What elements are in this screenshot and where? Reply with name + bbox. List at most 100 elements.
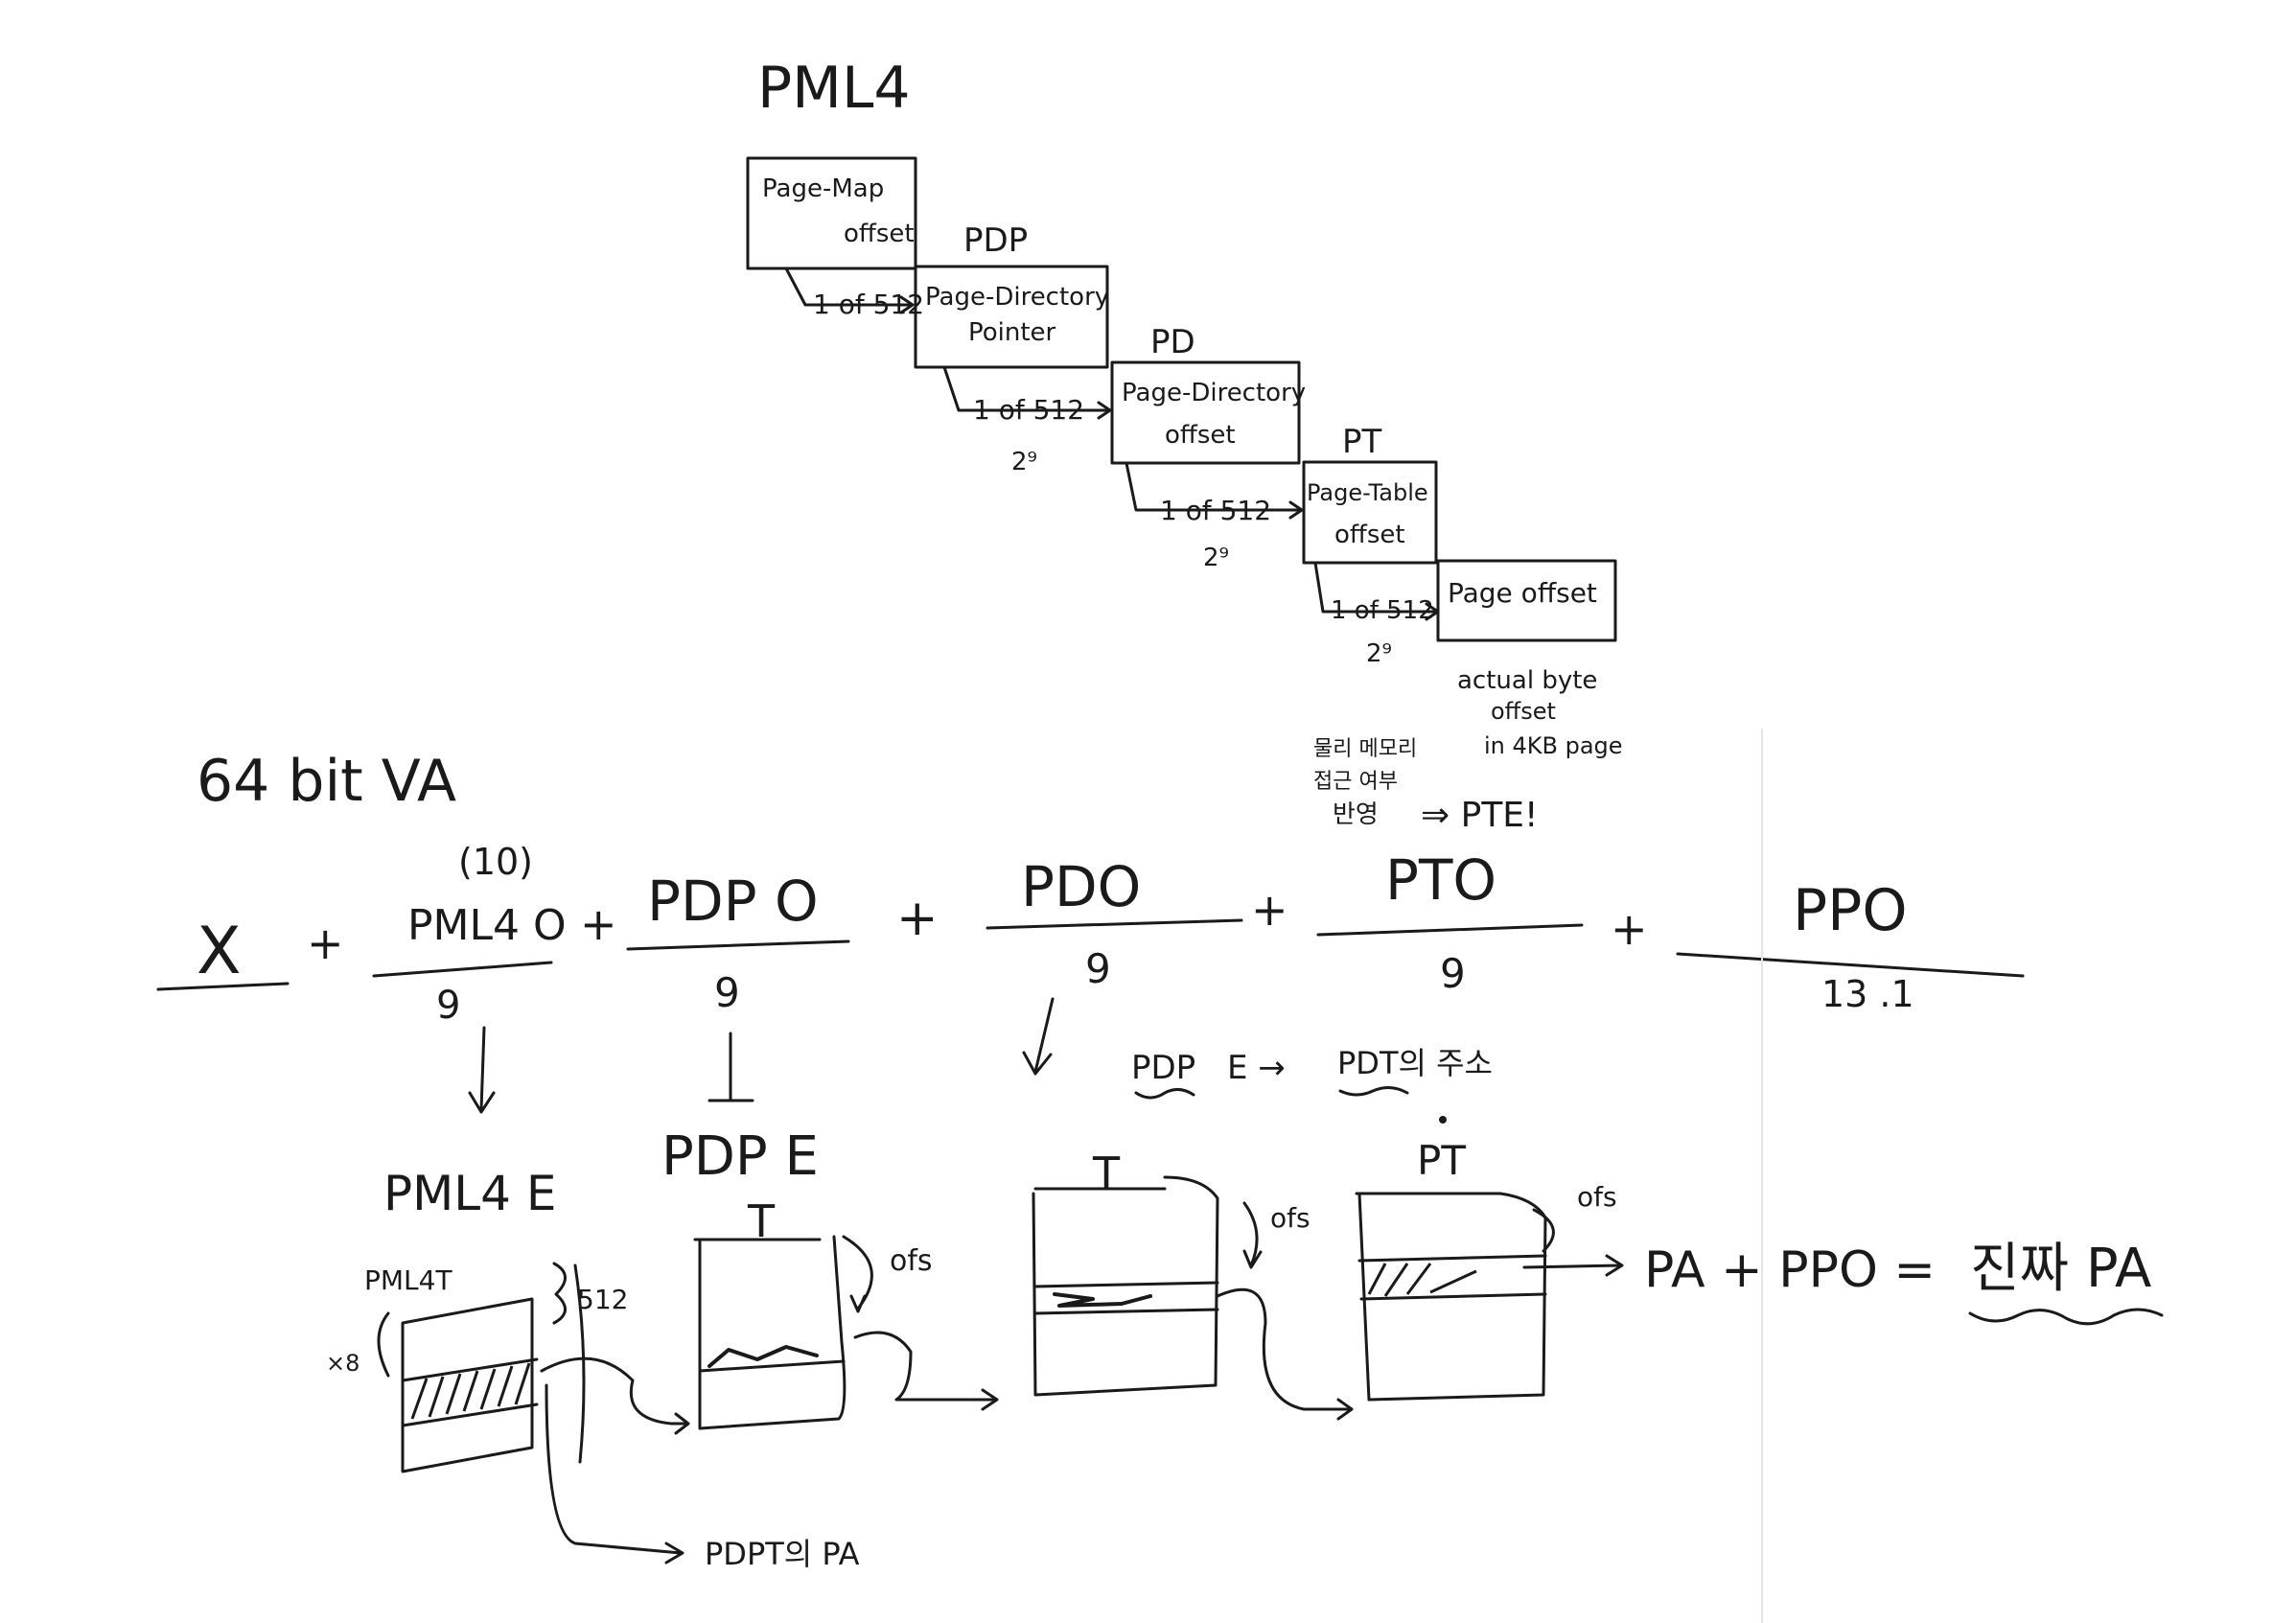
pdt-entry <box>1053 1292 1152 1308</box>
arrow-pdp-to-pd <box>942 365 1112 420</box>
exp-2: 2⁹ <box>1203 544 1229 572</box>
pdpt-entry <box>707 1345 819 1368</box>
plus-1: + <box>307 917 344 969</box>
pdt-row-bottom <box>1033 1308 1219 1315</box>
pml4t-bracket <box>573 1264 586 1464</box>
pdt-ofs-brace <box>1242 1201 1263 1269</box>
va-pto-line <box>1316 923 1584 937</box>
pd-box-line2: offset <box>1165 421 1236 450</box>
pdpe-note-b: E → <box>1227 1049 1286 1087</box>
pml4-box-line1: Page-Map <box>762 174 884 203</box>
pd-box <box>1110 360 1301 465</box>
arrow-label-2: 1 of 512 <box>973 394 1084 426</box>
pdp-box-line1: Page-Directory <box>925 283 1109 312</box>
pd-label: PD <box>1150 323 1195 361</box>
link-pml4-to-pdp <box>540 1356 690 1435</box>
pdpt-table <box>698 1235 847 1430</box>
link-pd-to-pt <box>1216 1287 1354 1421</box>
pdpe-note-squiggle-2 <box>1338 1086 1409 1097</box>
va-pto-bits: 9 <box>1440 950 1466 997</box>
va-pml4o-line <box>372 961 553 978</box>
pdt-row-top <box>1033 1281 1219 1288</box>
pdpt-ofs-brace <box>842 1235 873 1313</box>
arrow-label-4: 1 of 512 <box>1331 596 1434 625</box>
pdpe-note-squiggle-1 <box>1134 1088 1195 1100</box>
pdp-label: PDP <box>963 221 1028 260</box>
pt-hatch <box>1367 1263 1477 1297</box>
pdt-table <box>1032 1175 1219 1397</box>
pml4e-label: PML4 E <box>383 1166 556 1221</box>
va-ppo-bits: 13 .1 <box>1821 973 1914 1015</box>
pd-box-line1: Page-Directory <box>1122 379 1306 407</box>
exp-1: 2⁹ <box>1011 448 1037 476</box>
arrow-label-3: 1 of 512 <box>1160 495 1271 526</box>
pml4t-table <box>401 1297 534 1473</box>
plus-5: + <box>1611 903 1648 955</box>
pdp-box-line2: Pointer <box>968 318 1056 347</box>
va-pdpo-bits: 9 <box>714 969 740 1016</box>
arrow-pml4-to-pdp <box>784 267 915 314</box>
va-title: 64 bit VA <box>197 748 456 815</box>
va-pdpo: PDP O <box>647 869 819 934</box>
pml4t-size-brace <box>552 1262 567 1325</box>
page-offset-box <box>1436 559 1617 642</box>
korean-note-3: 반영 <box>1333 800 1379 829</box>
korean-note-1: 물리 메모리 <box>1313 737 1417 761</box>
pdp-box <box>914 265 1109 369</box>
pml4-box <box>746 156 917 270</box>
arrow-pd-to-pt <box>1125 461 1304 520</box>
pml4t-row-top <box>401 1357 539 1382</box>
pml4t-hatch <box>410 1362 531 1420</box>
arrow-label-1: 1 of 512 <box>813 289 924 320</box>
down-arrow-pdp <box>707 1032 754 1102</box>
pt-box-line1: Page-Table <box>1307 479 1428 506</box>
pt-ofs-brace <box>1532 1208 1555 1253</box>
va-pdpo-line <box>626 939 850 951</box>
va-pdo-line <box>986 918 1243 930</box>
pt-to-pa-arrow <box>1522 1254 1624 1277</box>
pdt-t-label: T <box>1092 1148 1121 1199</box>
down-arrow-pml4 <box>468 1026 496 1114</box>
actual-note-2: offset <box>1491 698 1556 725</box>
pml4t-row-bottom <box>401 1403 539 1427</box>
pt-table <box>1357 1192 1547 1402</box>
final-equation: PA + PPO = <box>1644 1241 1936 1299</box>
plus-2: + <box>580 898 617 950</box>
down-arrow-pd <box>1022 997 1055 1076</box>
pdpt-row <box>698 1359 846 1373</box>
pte-note: ⇒ PTE! <box>1421 796 1538 835</box>
pdpt-pa-label: PDPT의 PA <box>705 1536 860 1572</box>
pml4-box-line2: offset <box>844 220 915 248</box>
pt-dot <box>1439 1116 1447 1124</box>
pdpt-ofs: ofs <box>890 1244 933 1278</box>
x8-brace <box>377 1311 390 1378</box>
pml4t-label: PML4T <box>364 1264 452 1296</box>
pdpe-label: PDP E <box>661 1125 819 1188</box>
plus-4: + <box>1251 884 1288 936</box>
va-pml4o: PML4 O <box>407 901 567 950</box>
pt-ofs: ofs <box>1577 1181 1617 1213</box>
pml4t-size: 512 <box>577 1284 628 1315</box>
va-pdo: PDO <box>1021 854 1141 919</box>
va-x: X <box>197 914 242 989</box>
va-x-underline <box>156 982 290 991</box>
pt-box-line2: offset <box>1334 521 1405 549</box>
page-offset-text: Page offset <box>1448 577 1597 609</box>
va-ppo: PPO <box>1793 877 1908 944</box>
pml4-title: PML4 <box>757 55 911 122</box>
pdt-ofs: ofs <box>1270 1202 1310 1234</box>
va-pto: PTO <box>1385 847 1496 913</box>
pdpe-note-c: PDT의 주소 <box>1337 1045 1493 1081</box>
pt-row-bottom <box>1359 1292 1547 1301</box>
link-pdp-to-pd <box>853 1331 999 1411</box>
actual-note-1: actual byte <box>1457 666 1597 695</box>
va-ppo-line <box>1676 952 2025 978</box>
arrow-to-pdpt-pa <box>545 1383 684 1565</box>
pt-t-label: PT <box>1417 1137 1466 1184</box>
real-pa-squiggle <box>1968 1308 2164 1326</box>
plus-3: + <box>896 890 939 947</box>
pdpe-note-a: PDP <box>1131 1049 1195 1087</box>
va-x-paren: (10) <box>458 841 533 883</box>
pt-row-top <box>1357 1254 1547 1263</box>
